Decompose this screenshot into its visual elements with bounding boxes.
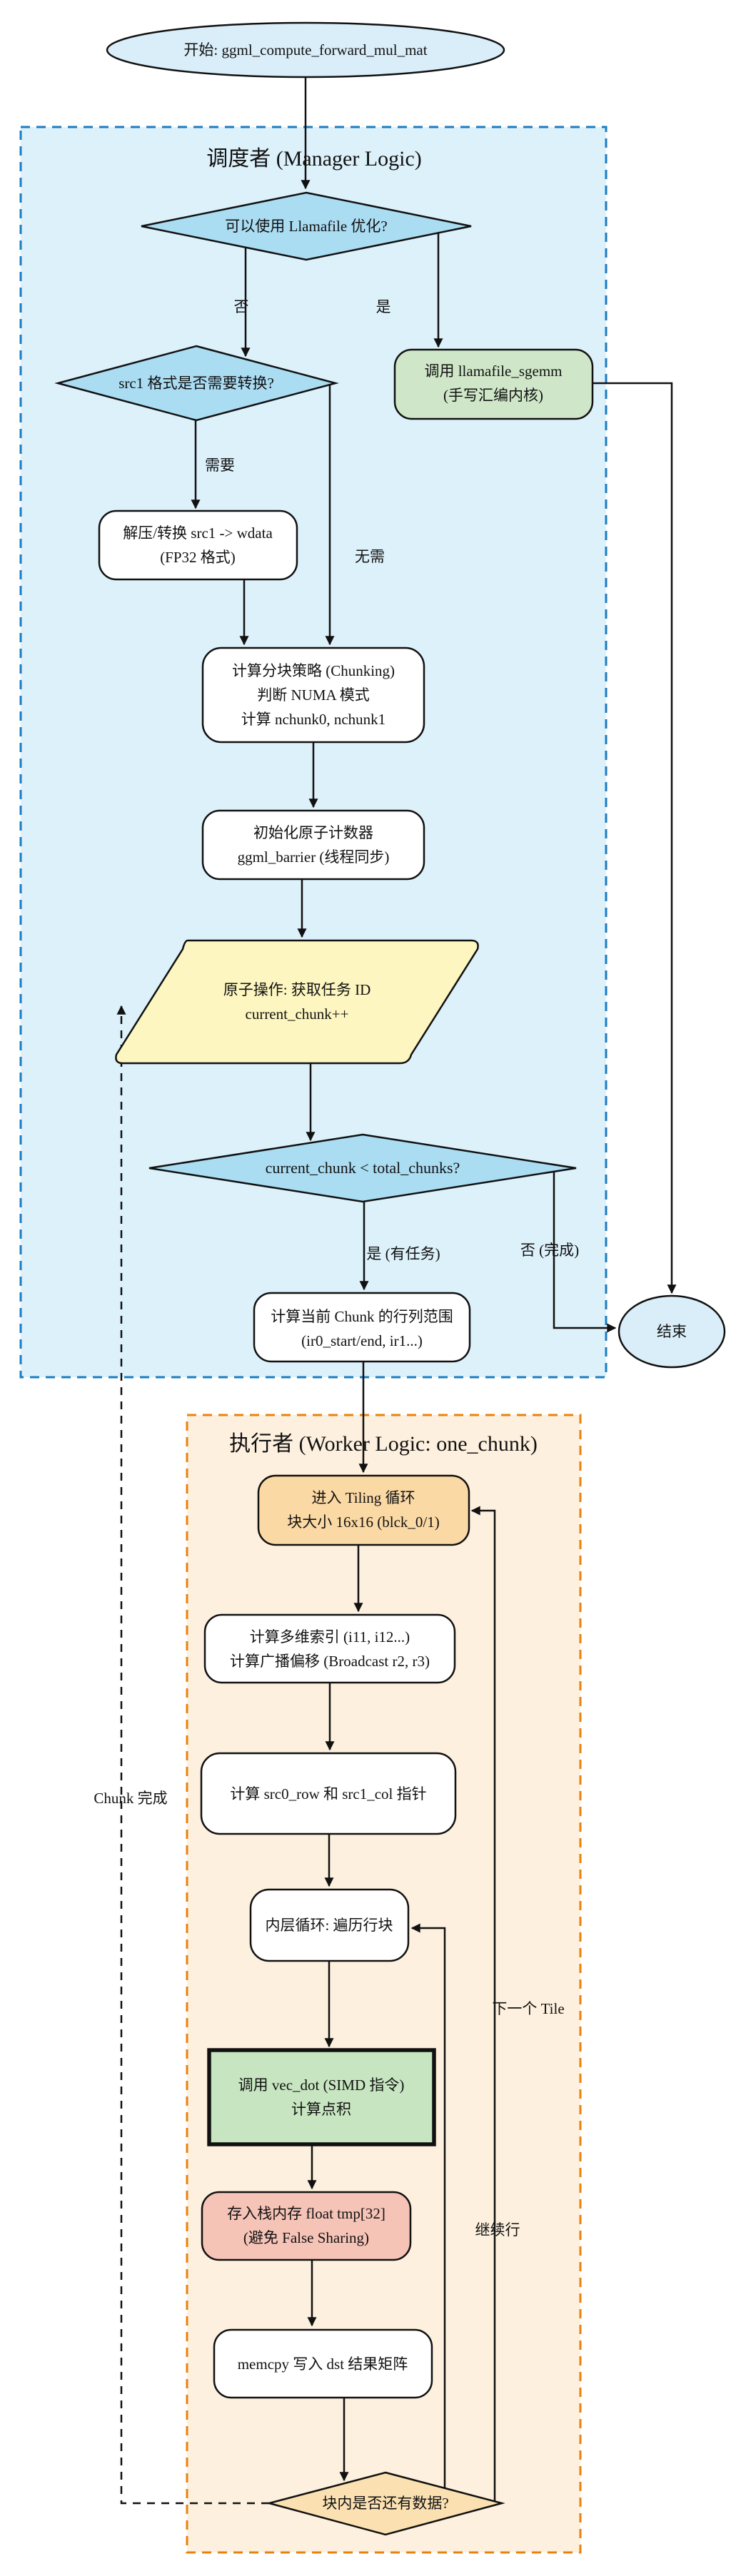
chunk-range-shape <box>253 1292 471 1363</box>
chunk-decision-label: current_chunk < total_chunks? <box>265 1159 460 1177</box>
edge-continue-row-loop <box>410 1923 446 2488</box>
chunking-line2: 判断 NUMA 模式 <box>257 686 370 704</box>
chunk-range-label: 计算当前 Chunk 的行列范围 (ir0_start/end, ir1...) <box>271 1304 453 1353</box>
call-sgemm-shape <box>393 348 594 420</box>
convert-label: 解压/转换 src1 -> wdata (FP32 格式) <box>123 521 273 569</box>
call-sgemm-label: 调用 llamafile_sgemm (手写汇编内核) <box>424 359 562 407</box>
vecdot-line2: 计算点积 <box>291 2101 351 2118</box>
edge-label-chunk-done: Chunk 完成 <box>94 1790 168 1807</box>
edge-next-tile-loop <box>470 1506 496 2501</box>
barrier-shape <box>201 809 425 881</box>
barrier-line2: ggml_barrier (线程同步) <box>237 848 390 866</box>
start-node-shape <box>106 21 505 78</box>
edge-label-need: 需要 <box>205 457 235 474</box>
tmp-shape <box>201 2191 412 2261</box>
atomic-shape <box>115 939 479 1065</box>
convert-shape <box>98 509 298 581</box>
pointers-label: 计算 src0_row 和 src1_col 指针 <box>230 1785 427 1802</box>
vecdot-shape <box>207 2048 436 2146</box>
indices-line1: 计算多维索引 (i11, i12...) <box>249 1628 410 1646</box>
vecdot-line1: 调用 vec_dot (SIMD 指令) <box>238 2076 405 2094</box>
indices-label: 计算多维索引 (i11, i12...) 计算广播偏移 (Broadcast r… <box>230 1625 430 1673</box>
convert-line1: 解压/转换 src1 -> wdata <box>123 524 273 542</box>
edge-layer <box>116 77 677 2505</box>
chunk-range-line1: 计算当前 Chunk 的行列范围 <box>271 1308 453 1325</box>
pointers-shape <box>200 1752 457 1835</box>
src1-decision-label: src1 格式是否需要转换? <box>119 375 274 392</box>
tmp-label: 存入栈内存 float tmp[32] (避免 False Sharing) <box>227 2201 385 2250</box>
edge-label-yes-task: 是 (有任务) <box>366 1245 440 1262</box>
more-data-decision-shape <box>266 2471 505 2536</box>
tmp-line2: (避免 False Sharing) <box>243 2229 370 2246</box>
manager-title: 调度者 (Manager Logic) <box>206 147 422 171</box>
chunking-line3: 计算 nchunk0, nchunk1 <box>241 711 386 728</box>
edge-chunk-done-loop <box>116 1005 269 2505</box>
end-node-shape <box>617 1294 726 1369</box>
tiling-label: 进入 Tiling 循环 块大小 16x16 (blck_0/1) <box>287 1486 439 1534</box>
tiling-line2: 块大小 16x16 (blck_0/1) <box>287 1513 440 1531</box>
edge-done-to-end <box>553 1172 617 1333</box>
barrier-label: 初始化原子计数器 ggml_barrier (线程同步) <box>238 821 390 869</box>
edge-sgemm-to-end <box>593 382 677 1294</box>
chunk-decision-shape <box>148 1133 577 1203</box>
tiling-line1: 进入 Tiling 循环 <box>311 1489 415 1506</box>
chunking-label: 计算分块策略 (Chunking) 判断 NUMA 模式 计算 nchunk0,… <box>232 659 395 731</box>
convert-line2: (FP32 格式) <box>160 549 236 566</box>
start-node-label: 开始: ggml_compute_forward_mul_mat <box>183 41 428 59</box>
llamafile-decision-shape <box>141 191 472 261</box>
edge-label-no-need: 无需 <box>355 548 385 565</box>
chunking-shape <box>201 646 425 744</box>
more-data-decision-label: 块内是否还有数据? <box>322 2495 449 2512</box>
call-sgemm-line2: (手写汇编内核) <box>443 387 543 404</box>
indices-line2: 计算广播偏移 (Broadcast r2, r3) <box>230 1653 430 1670</box>
chunk-range-line2: (ir0_start/end, ir1...) <box>301 1332 423 1349</box>
barrier-line1: 初始化原子计数器 <box>253 824 373 841</box>
src1-decision-shape <box>54 345 339 422</box>
indices-shape <box>203 1613 456 1684</box>
memcpy-label: memcpy 写入 dst 结果矩阵 <box>237 2356 408 2373</box>
memcpy-shape <box>213 2328 433 2399</box>
worker-title: 执行者 (Worker Logic: one_chunk) <box>229 1432 538 1456</box>
atomic-line1: 原子操作: 获取任务 ID <box>223 981 371 998</box>
tiling-shape <box>257 1474 470 1546</box>
call-sgemm-line1: 调用 llamafile_sgemm <box>424 362 563 380</box>
tmp-line1: 存入栈内存 float tmp[32] <box>227 2205 385 2222</box>
node-layer <box>54 21 726 2536</box>
end-node-label: 结束 <box>657 1323 687 1340</box>
inner-loop-shape <box>249 1888 410 1962</box>
atomic-line2: current_chunk++ <box>245 1005 349 1023</box>
edge-label-yes: 是 <box>375 298 391 315</box>
inner-loop-label: 内层循环: 遍历行块 <box>265 1917 393 1934</box>
llamafile-decision-label: 可以使用 Llamafile 优化? <box>225 218 388 235</box>
chunking-line1: 计算分块策略 (Chunking) <box>231 662 395 679</box>
edge-label-no: 否 <box>233 298 249 315</box>
atomic-label: 原子操作: 获取任务 ID current_chunk++ <box>223 978 371 1026</box>
edge-label-next-tile: 下一个 Tile <box>492 2000 565 2017</box>
edge-label-continue-row: 继续行 <box>475 2221 520 2238</box>
edge-label-no-done: 否 (完成) <box>520 1242 580 1259</box>
vecdot-label: 调用 vec_dot (SIMD 指令) 计算点积 <box>238 2073 405 2121</box>
